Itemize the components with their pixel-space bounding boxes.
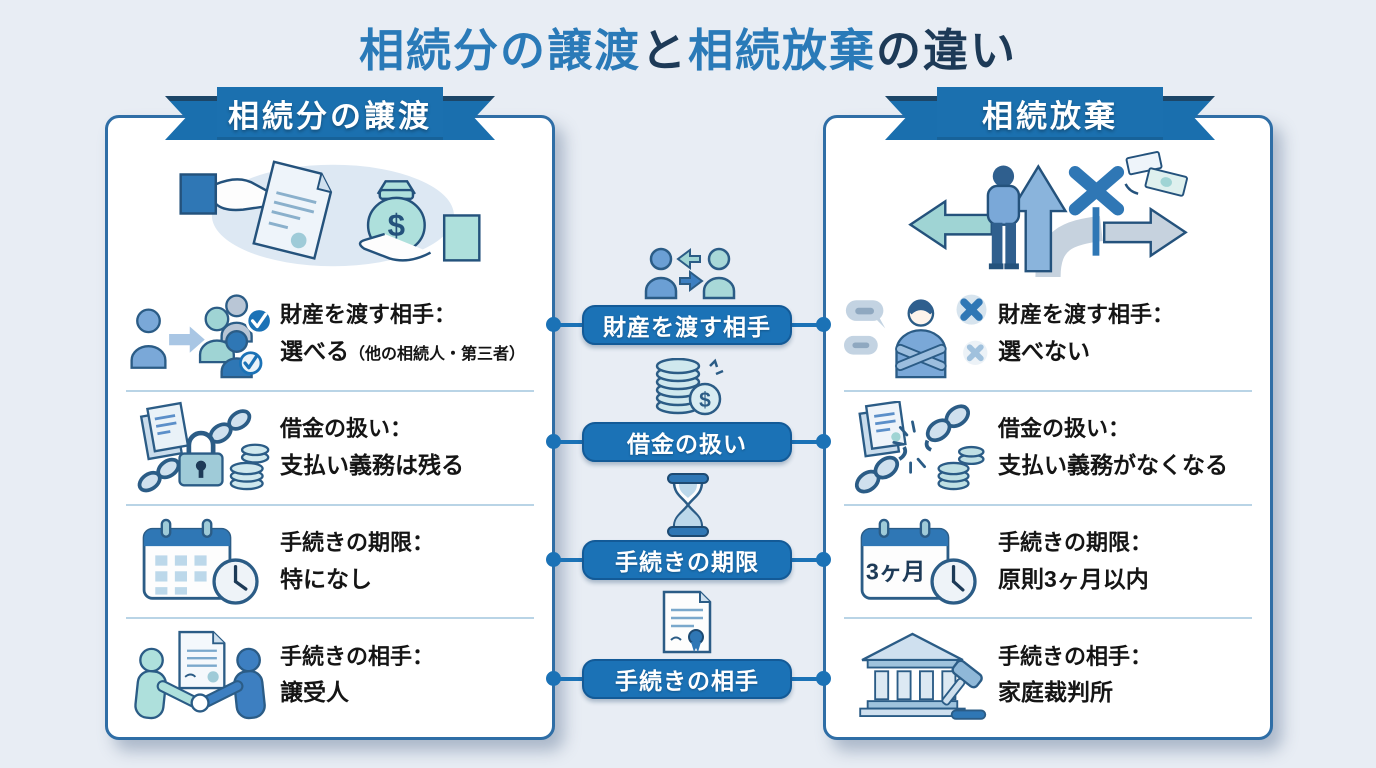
- connector-dot: [816, 671, 831, 686]
- renunciation-rows: 財産を渡す相手： 選べない: [826, 278, 1270, 731]
- connector-dot: [816, 317, 831, 332]
- calendar-3months-clock-icon: 3ヶ月: [860, 519, 977, 606]
- table-row: 手続きの相手： 譲受人: [108, 619, 552, 731]
- table-row: 財産を渡す相手： 選べない: [826, 278, 1270, 390]
- center-category-deadline: 手続きの期限: [582, 540, 792, 580]
- svg-text:$: $: [388, 208, 405, 243]
- connector-dot: [546, 552, 561, 567]
- people-exchange-icon: [644, 247, 736, 300]
- row-note: （他の相続人・第三者）: [349, 346, 526, 364]
- connector-dot: [546, 317, 561, 332]
- person-refusal-x-icon: [844, 294, 988, 379]
- transfer-panel-header: 相続分の譲渡: [217, 87, 443, 140]
- row-label: 財産を渡す相手：: [280, 302, 457, 328]
- handshake-document-icon: [134, 631, 266, 720]
- table-row: 3ヶ月 手続きの期限： 原則3ヶ月以内: [826, 506, 1270, 618]
- crossroads-refusal-illustration-icon: [908, 151, 1188, 277]
- connector-dot: [816, 552, 831, 567]
- certificate-document-icon: [662, 590, 712, 654]
- person-to-group-check-icon: [130, 294, 273, 379]
- row-label: 手続きの相手：: [280, 643, 435, 669]
- renunciation-panel-header: 相続放棄: [937, 87, 1163, 140]
- hourglass-icon: [667, 473, 709, 537]
- row-divider: [126, 503, 534, 506]
- table-row: 借金の扱い： 支払い義務がなくなる: [826, 392, 1270, 504]
- connector-dot: [546, 434, 561, 449]
- row-divider: [844, 617, 1252, 620]
- row-value: 支払い義務は残る: [280, 451, 464, 478]
- title-connector: と: [640, 25, 688, 76]
- row-divider: [844, 389, 1252, 392]
- table-row: 手続きの期限： 特になし: [108, 506, 552, 618]
- connector-dot: [816, 434, 831, 449]
- center-category-counterparty: 手続きの相手: [582, 659, 792, 699]
- row-label: 借金の扱い：: [998, 416, 1131, 442]
- hand-document-moneybag-illustration-icon: $: [179, 160, 481, 267]
- documents-chain-lock-coins-icon: [137, 401, 270, 492]
- coins-dollar-icon: $: [655, 358, 724, 416]
- transfer-illustration: $: [108, 118, 552, 278]
- table-row: 手続きの相手： 家庭裁判所: [826, 619, 1270, 731]
- renunciation-illustration: [826, 118, 1270, 278]
- svg-text:$: $: [699, 389, 711, 412]
- title-suffix: の違い: [876, 25, 1018, 76]
- row-value: 選べる: [280, 338, 349, 365]
- center-category-debt: 借金の扱い: [582, 422, 792, 462]
- row-value: 譲受人: [280, 679, 349, 706]
- row-label: 手続きの相手：: [998, 643, 1153, 669]
- row-divider: [844, 503, 1252, 506]
- table-row: 借金の扱い： 支払い義務は残る: [108, 392, 552, 504]
- transfer-rows: 財産を渡す相手： 選べる（他の相続人・第三者）: [108, 278, 552, 731]
- connector-dot: [546, 671, 561, 686]
- table-row: 財産を渡す相手： 選べる（他の相続人・第三者）: [108, 278, 552, 390]
- row-label: 手続きの期限：: [280, 529, 435, 555]
- row-label: 手続きの期限：: [998, 529, 1153, 555]
- renunciation-ribbon: 相続放棄: [885, 87, 1215, 140]
- calendar-clock-icon: [142, 519, 259, 606]
- svg-text:3ヶ月: 3ヶ月: [866, 559, 926, 585]
- row-divider: [126, 617, 534, 620]
- row-value: 支払い義務がなくなる: [998, 451, 1228, 478]
- row-value: 特になし: [280, 565, 372, 592]
- transfer-panel: $: [105, 115, 555, 740]
- courthouse-gavel-icon: [859, 632, 987, 720]
- center-category-recipient: 財産を渡す相手: [582, 305, 792, 345]
- transfer-ribbon: 相続分の譲渡: [165, 87, 495, 140]
- renunciation-panel: 財産を渡す相手： 選べない: [823, 115, 1273, 740]
- broken-chain-coins-icon: [854, 400, 985, 494]
- row-label: 財産を渡す相手：: [998, 302, 1175, 328]
- row-value: 原則3ヶ月以内: [998, 565, 1149, 592]
- page-title: 相続分の譲渡と相続放棄の違い: [0, 14, 1376, 79]
- row-label: 借金の扱い：: [280, 416, 413, 442]
- title-transfer-term: 相続分の譲渡: [358, 25, 641, 76]
- row-value: 家庭裁判所: [998, 679, 1113, 706]
- title-renunciation-term: 相続放棄: [688, 25, 877, 76]
- row-value: 選べない: [998, 338, 1090, 365]
- row-divider: [126, 389, 534, 392]
